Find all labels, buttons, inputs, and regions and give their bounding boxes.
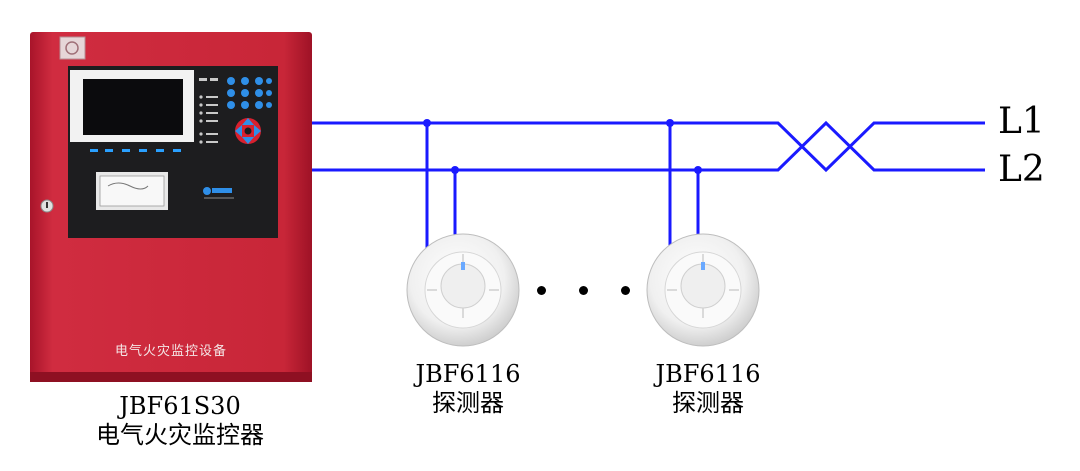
brand-logo	[203, 187, 234, 199]
wire-l2	[312, 120, 985, 172]
line-label-l1: L1	[998, 101, 1045, 142]
cabinet-label: JBF61S30 电气火灾监控器	[40, 392, 320, 450]
junction	[451, 166, 459, 174]
cabinet-name: 电气火灾监控器	[96, 420, 264, 449]
keypad	[227, 77, 272, 109]
ellipsis-dot	[537, 286, 546, 295]
wire-l1	[312, 121, 985, 173]
indicator-leds	[90, 149, 181, 152]
detector-1-name: 探测器	[432, 388, 504, 417]
lock-icon	[40, 199, 54, 213]
bus-wires	[312, 120, 985, 250]
cabinet-model: JBF61S30	[119, 392, 241, 420]
certification-sticker	[59, 36, 86, 60]
junction	[694, 166, 702, 174]
detector-2-name: 探测器	[672, 388, 744, 417]
detector-1-model: JBF6116	[415, 360, 521, 388]
status-indicators	[199, 78, 218, 144]
detector-2-model: JBF6116	[655, 360, 761, 388]
lcd-screen	[83, 79, 183, 135]
cabinet-panel-caption: 电气火灾监控设备	[114, 344, 227, 359]
detector-1-device	[406, 233, 520, 347]
junction	[423, 119, 431, 127]
ellipsis-dot	[579, 286, 588, 295]
line-label-l2: L2	[998, 149, 1045, 190]
junction-dots	[423, 119, 702, 174]
detector-2-device	[646, 233, 760, 347]
monitor-cabinet	[30, 32, 312, 382]
detector-1-label: JBF6116 探测器	[383, 360, 553, 418]
direction-pad	[235, 118, 261, 144]
ellipsis-dot	[621, 286, 630, 295]
detector-2-label: JBF6116 探测器	[623, 360, 793, 418]
junction	[666, 119, 674, 127]
